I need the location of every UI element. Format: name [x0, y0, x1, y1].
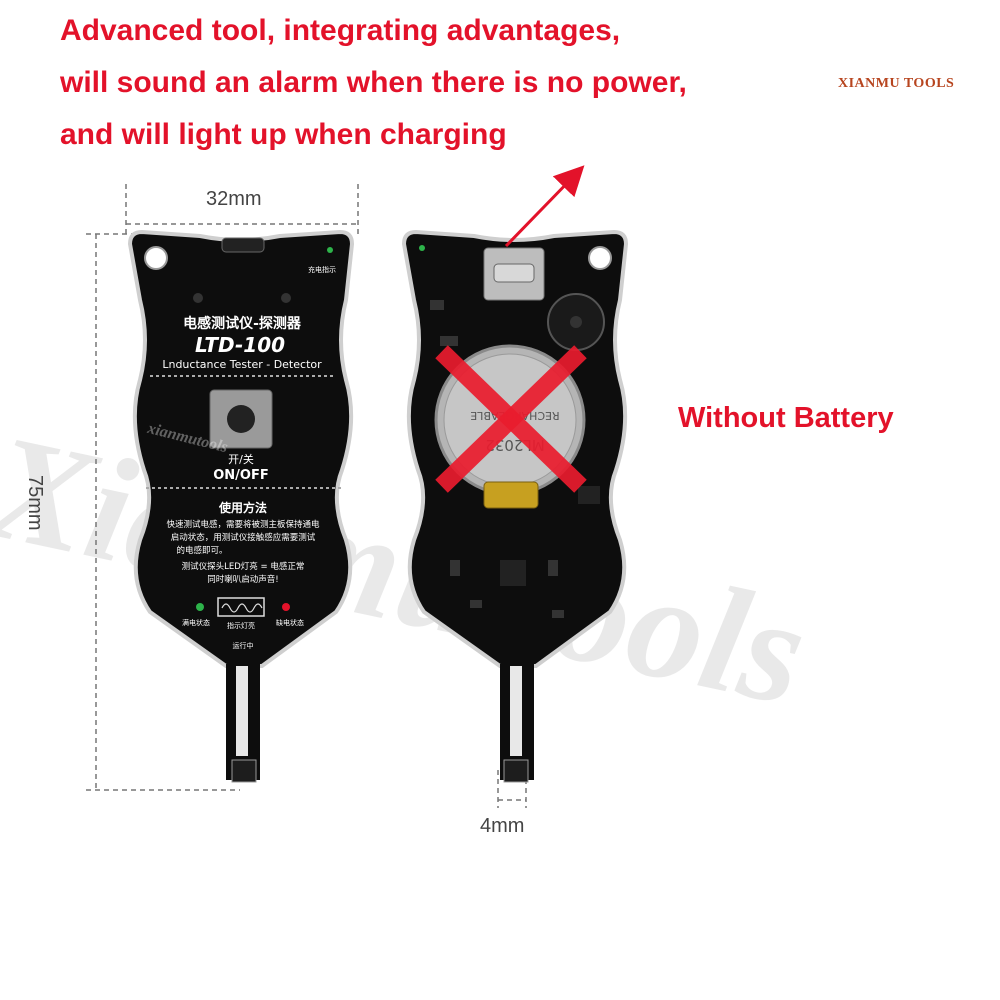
front-led-left-label: 满电状态	[182, 618, 210, 627]
front-switch-en: ON/OFF	[213, 468, 269, 483]
front-model: LTD-100	[195, 333, 285, 357]
front-note-line-1: 测试仪探头LED灯亮 = 电感正常	[182, 561, 305, 572]
front-usage-line-2: 启动状态，用测试仪接触感应需要测试	[171, 532, 316, 543]
dimension-guides	[86, 184, 527, 808]
front-pcb-board: 电感测试仪-探测器 LTD-100 Lnductance Tester - De…	[127, 229, 355, 783]
front-title-cn: 电感测试仪-探测器	[183, 315, 302, 332]
front-usage-line-3: 的电感即可。	[176, 545, 227, 556]
front-switch-cn: 开/关	[228, 452, 254, 466]
front-charge-label: 充电指示	[308, 265, 336, 274]
headline-line-2: will sound an alarm when there is no pow…	[60, 66, 687, 99]
headline-line-3: and will light up when charging	[60, 118, 507, 151]
front-usage-title: 使用方法	[218, 500, 267, 515]
front-note-line-2: 同时喇叭启动声音!	[207, 574, 278, 585]
brand-logo-text: XIANMU TOOLS	[838, 76, 955, 91]
width-dimension-label: 32mm	[206, 188, 262, 210]
back-pcb-board: RECHARGEABLE ML2032	[401, 229, 629, 783]
front-run-label: 运行中	[233, 641, 254, 650]
front-subtitle: Lnductance Tester - Detector	[162, 358, 322, 371]
charging-arrow	[504, 165, 585, 248]
front-usage-line-1: 快速测试电感，需要将被测主板保持通电	[166, 519, 320, 530]
front-coil-label: 指示灯亮	[227, 621, 255, 630]
front-led-right-label: 缺电状态	[276, 618, 304, 627]
probe-dimension-label: 4mm	[480, 815, 525, 837]
headline-line-1: Advanced tool, integrating advantages,	[60, 14, 621, 47]
without-battery-label: Without Battery	[678, 402, 894, 434]
